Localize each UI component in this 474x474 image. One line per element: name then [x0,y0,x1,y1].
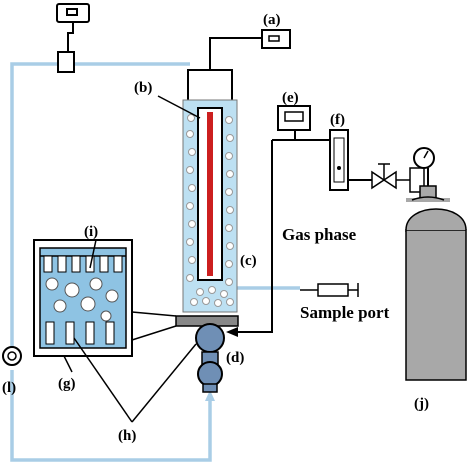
heater-core [207,112,213,276]
label-i: (i) [84,224,98,240]
column-bubbles [186,114,234,307]
label-d: (d) [226,350,244,366]
label-f: (f) [330,112,345,128]
label-h: (h) [118,428,136,444]
temperature-probe [56,3,90,73]
valve-d-base [202,383,218,393]
valve-d-body [195,323,225,353]
gas-phase-text: Gas phase [282,225,357,244]
label-b: (b) [134,80,152,96]
device-e [277,105,311,131]
pump-l [2,346,22,366]
distributor-inset [33,239,177,357]
label-l: (l) [2,380,16,396]
gas-cylinder [405,185,467,381]
sample-port-syringe [300,283,359,297]
loop-arrow-up [205,390,215,401]
label-e: (e) [282,90,299,106]
label-j: (j) [414,396,429,412]
device-a-screen [268,35,280,42]
valve-d-lower [197,361,223,387]
sample-port-text: Sample port [300,303,390,322]
column-top-cap [187,69,233,103]
label-c: (c) [240,253,257,269]
needle-valve [371,163,410,190]
label-a: (a) [263,12,281,28]
label-g: (g) [58,376,76,392]
gas-arrow [226,327,238,337]
liquid-circulation-loop [10,62,300,462]
rotameter-f [329,129,349,191]
gas-line [209,37,372,333]
label-pointers [63,95,201,423]
